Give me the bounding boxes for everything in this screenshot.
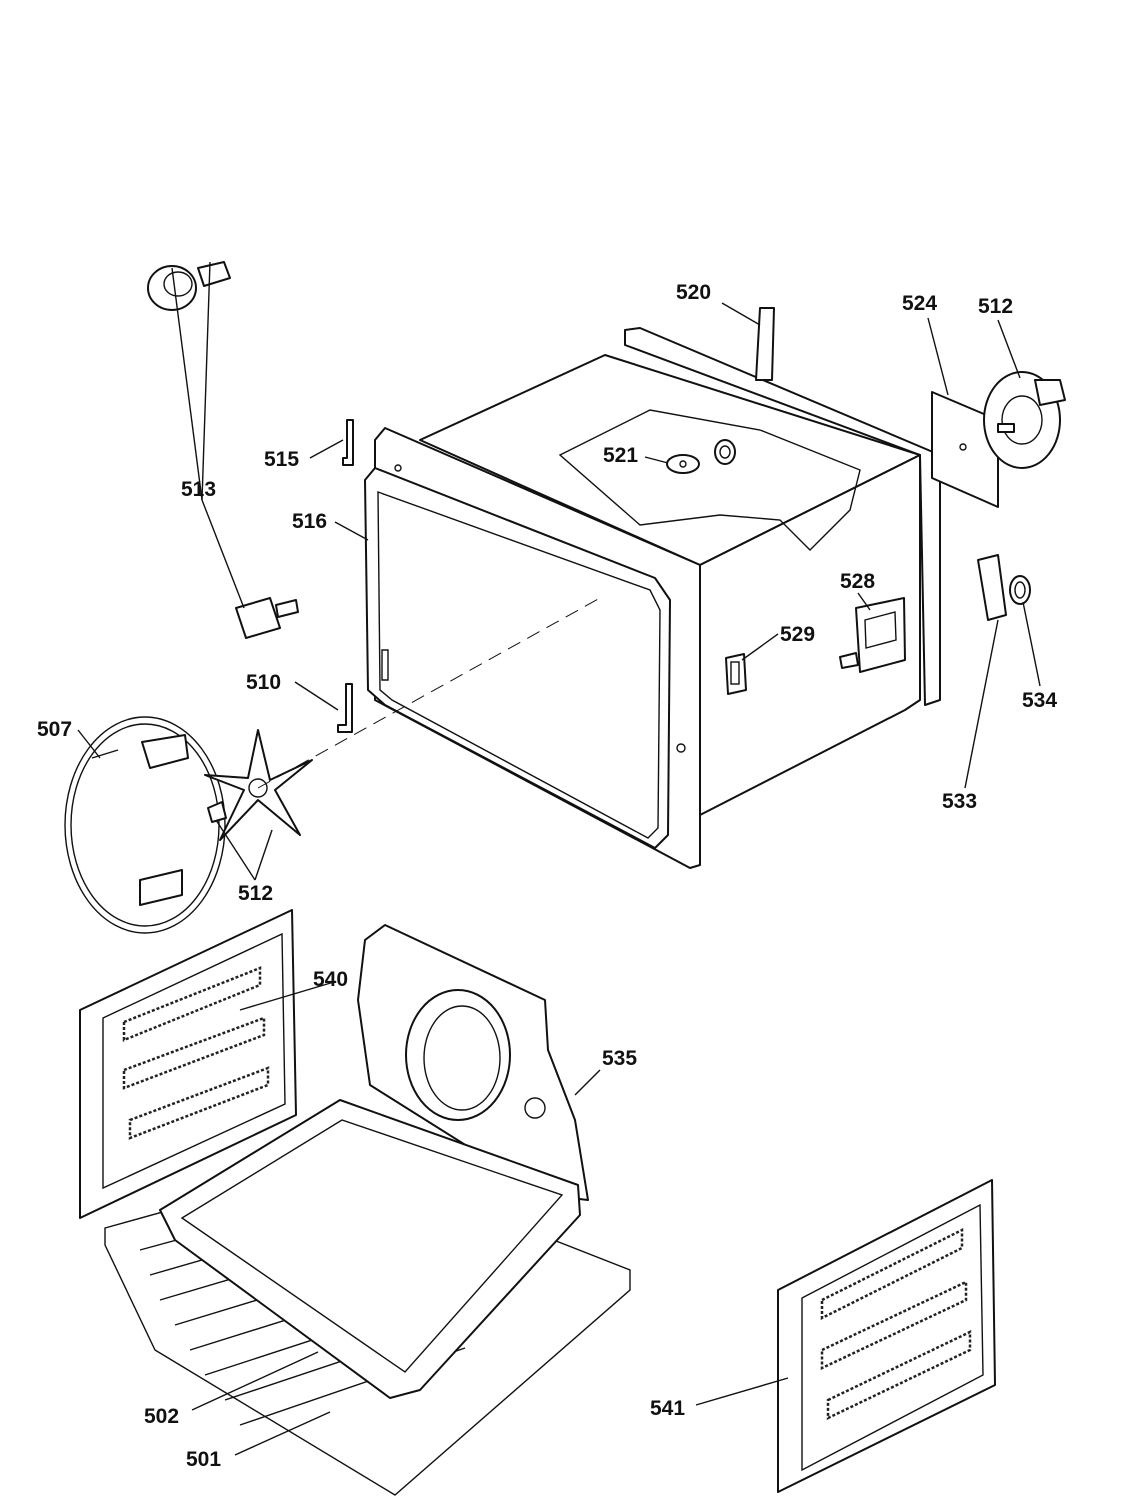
label-521: 521 <box>603 444 638 467</box>
part-labels: 520 524 512 515 521 513 516 528 529 510 … <box>37 281 1057 1471</box>
label-502: 502 <box>144 1405 179 1428</box>
part-510-bracket <box>337 683 353 733</box>
part-507-heating-element <box>64 716 226 934</box>
part-520-tube <box>755 307 775 381</box>
part-533 <box>977 554 1007 621</box>
label-540: 540 <box>313 968 348 991</box>
part-515-bracket <box>342 419 354 466</box>
part-534 <box>1009 575 1031 605</box>
label-528: 528 <box>840 570 875 593</box>
part-513-lamp-assembly <box>147 261 299 639</box>
label-512-top: 512 <box>978 295 1013 318</box>
label-529: 529 <box>780 623 815 646</box>
label-534: 534 <box>1022 689 1057 712</box>
part-512-fan <box>204 729 313 841</box>
label-520: 520 <box>676 281 711 304</box>
part-512-motor <box>983 371 1066 469</box>
leader-lines <box>77 261 1041 1456</box>
part-502-tray <box>159 1099 581 1399</box>
label-512-bottom: 512 <box>238 882 273 905</box>
part-528-switch <box>839 597 906 673</box>
label-510: 510 <box>246 671 281 694</box>
label-516: 516 <box>292 510 327 533</box>
oven-cavity <box>364 327 941 869</box>
label-513: 513 <box>181 478 216 501</box>
label-535: 535 <box>602 1047 637 1070</box>
part-529 <box>725 653 747 695</box>
part-524-plate <box>931 391 999 508</box>
part-540-side-panel <box>79 909 297 1219</box>
label-524: 524 <box>902 292 937 315</box>
part-521 <box>666 439 736 474</box>
part-541-side-panel <box>777 1179 996 1493</box>
label-501: 501 <box>186 1448 221 1471</box>
part-535-back-panel <box>357 924 589 1201</box>
label-541: 541 <box>650 1397 685 1420</box>
label-515: 515 <box>264 448 299 471</box>
label-507: 507 <box>37 718 72 741</box>
label-533: 533 <box>942 790 977 813</box>
